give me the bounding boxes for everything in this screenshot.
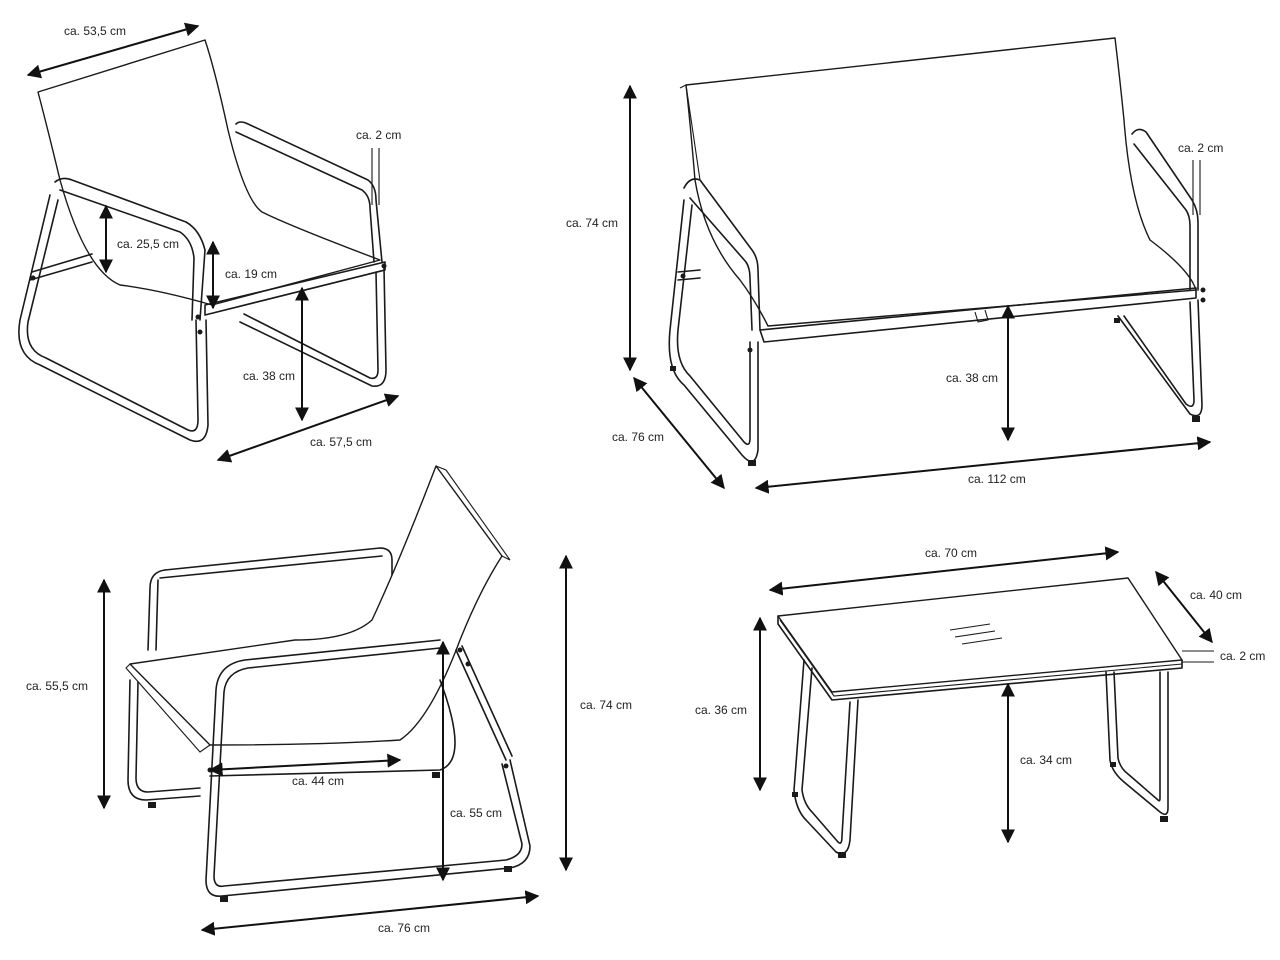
dim-armchair-width: ca. 53,5 cm xyxy=(64,24,126,38)
table-view xyxy=(777,577,1214,858)
dim-table-clearance: ca. 34 cm xyxy=(1020,753,1072,767)
armchair-right-sled xyxy=(239,267,387,387)
dim-bench-seat-height: ca. 38 cm xyxy=(946,371,998,385)
bench-right-armrest xyxy=(1131,128,1199,291)
armchair-left-armrest xyxy=(54,177,206,321)
bench-back-sling xyxy=(685,37,1197,327)
table-top xyxy=(777,577,1183,693)
dim-armchair-side-depth: ca. 76 cm xyxy=(378,921,430,935)
dim-armchair-side-back-height: ca. 55 cm xyxy=(450,806,502,820)
table-left-legs xyxy=(793,659,859,855)
armchair-front-view xyxy=(18,39,387,443)
table-dimensions: ca. 70 cm ca. 40 cm ca. 2 cm ca. 36 cm c… xyxy=(695,546,1265,844)
dim-armchair-armrest-thickness: ca. 2 cm xyxy=(356,128,401,142)
dim-table-top-thickness: ca. 2 cm xyxy=(1220,649,1265,663)
dim-armchair-arm-height: ca. 25,5 cm xyxy=(117,237,179,251)
armchair-side-rear-frame xyxy=(164,547,393,581)
bench-view xyxy=(668,37,1206,466)
bench-seat-rail xyxy=(759,287,1197,343)
armchair-front-dimensions: ca. 53,5 cm ca. 2 cm ca. 25,5 cm ca. 19 … xyxy=(26,22,401,463)
dim-table-height: ca. 36 cm xyxy=(695,703,747,717)
dim-bench-height: ca. 74 cm xyxy=(566,216,618,230)
dim-armchair-side-seat-depth: ca. 44 cm xyxy=(292,774,344,788)
dim-bench-width: ca. 112 cm xyxy=(968,472,1026,486)
dim-table-width: ca. 40 cm xyxy=(1190,588,1242,602)
bench-left-armrest xyxy=(683,178,761,331)
dim-armchair-depth: ca. 57,5 cm xyxy=(310,435,372,449)
bench-right-sled xyxy=(1117,299,1203,417)
dim-bench-armrest-thickness: ca. 2 cm xyxy=(1178,141,1223,155)
armchair-right-armrest xyxy=(235,121,383,263)
armchair-side-dimensions: ca. 55,5 cm ca. 74 cm ca. 44 cm ca. 55 c… xyxy=(26,554,632,936)
armchair-back-sling xyxy=(37,39,381,306)
dim-bench-depth: ca. 76 cm xyxy=(612,430,664,444)
dim-armchair-seat-drop: ca. 19 cm xyxy=(225,267,277,281)
dim-armchair-side-height: ca. 74 cm xyxy=(580,698,632,712)
dim-table-length: ca. 70 cm xyxy=(925,546,977,560)
bench-dimensions: ca. 74 cm ca. 2 cm ca. 38 cm ca. 76 cm c… xyxy=(566,84,1223,494)
armchair-side-view xyxy=(125,465,531,902)
armchair-left-sled xyxy=(18,194,209,443)
armchair-side-sling xyxy=(129,465,503,746)
dim-armchair-seat-height: ca. 38 cm xyxy=(243,369,295,383)
dim-armchair-side-arm-height: ca. 55,5 cm xyxy=(26,679,88,693)
